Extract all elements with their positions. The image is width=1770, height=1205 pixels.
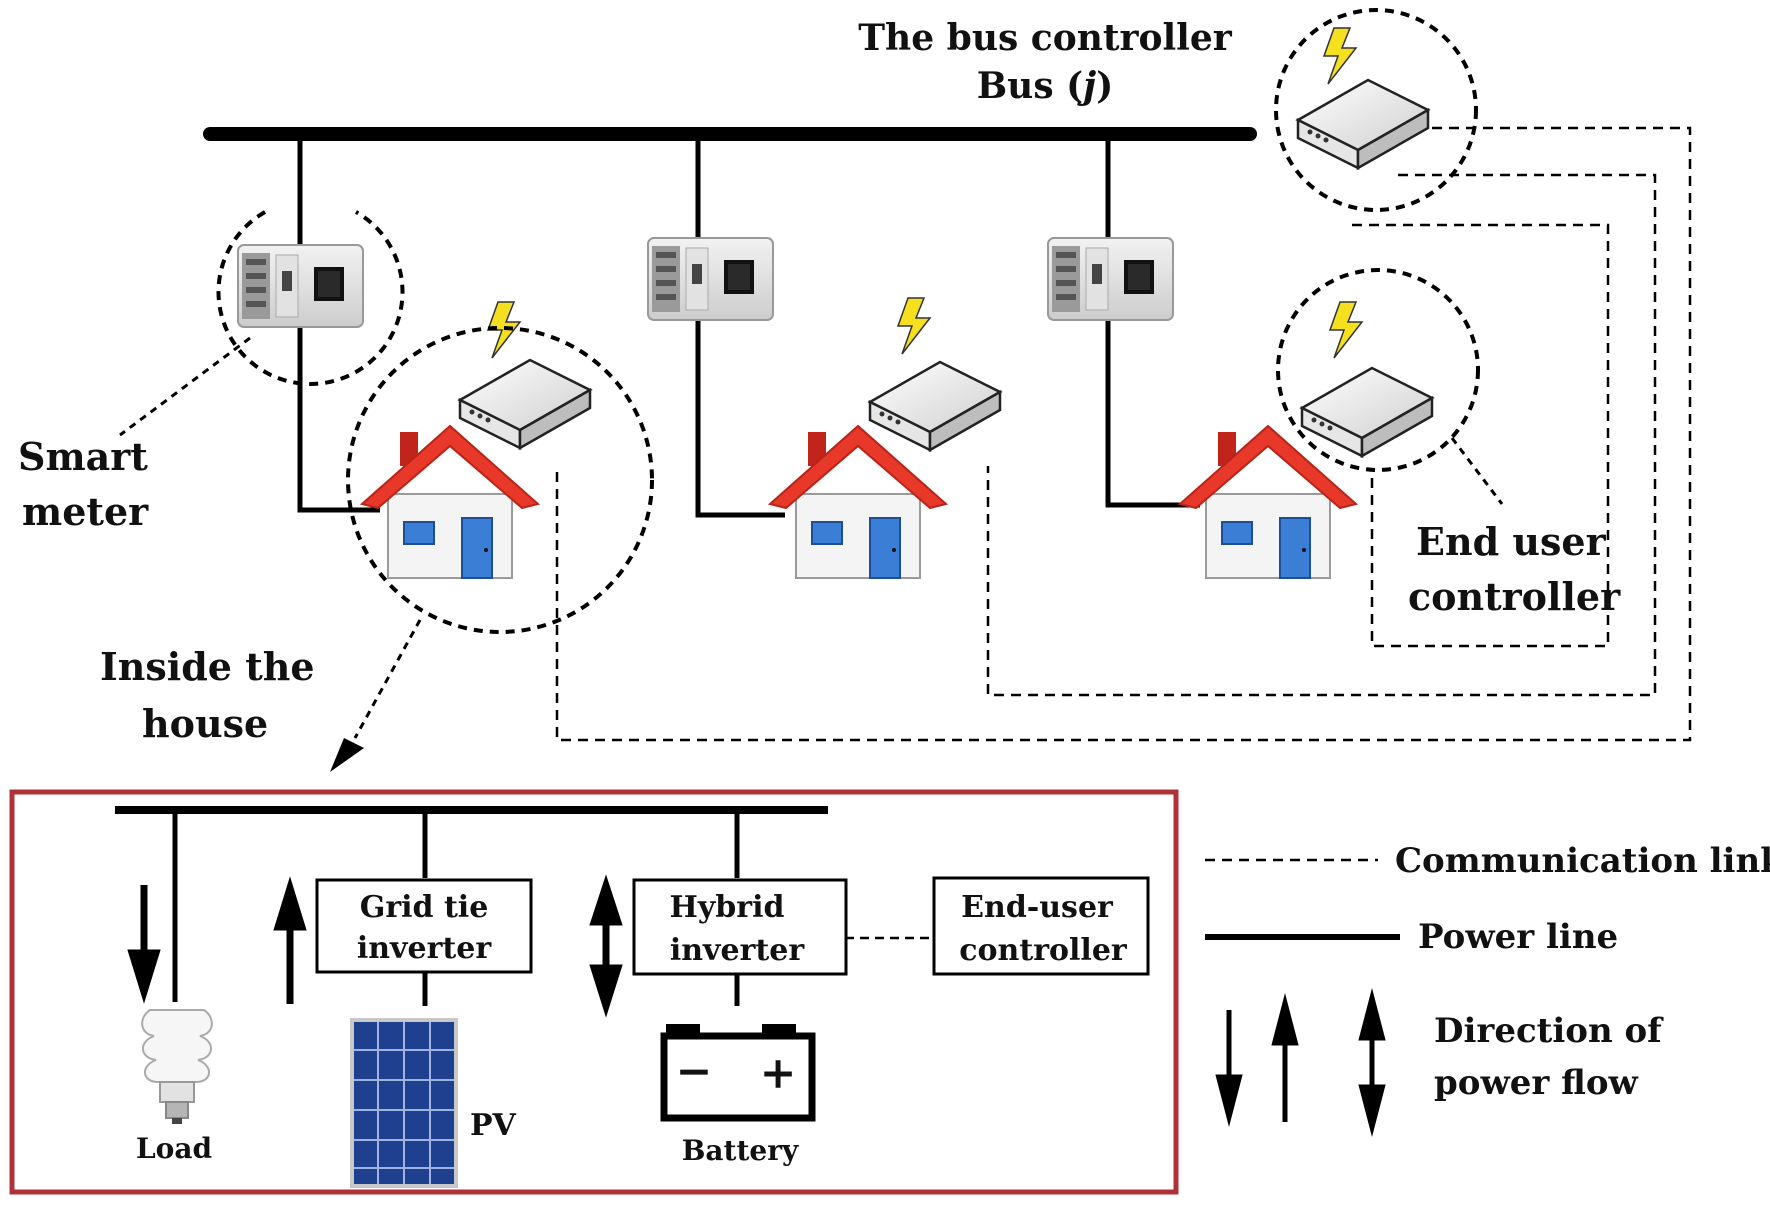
battery-icon xyxy=(660,1024,816,1122)
legend-direction-label-2: power flow xyxy=(1434,1063,1638,1103)
lightning-icon xyxy=(1323,27,1357,85)
battery-plus: + xyxy=(760,1048,797,1099)
grid-tie-label-2: inverter xyxy=(357,931,492,966)
router-icon xyxy=(458,358,592,450)
highlight-circles xyxy=(216,8,1480,634)
smart-meter-icon xyxy=(237,244,364,328)
end-user-label-1: End user xyxy=(1416,519,1607,564)
arrow-head xyxy=(330,738,364,772)
smart-meter-icon xyxy=(647,237,774,321)
legend-flow-arrows xyxy=(1215,988,1386,1137)
flow-arrows-inside xyxy=(127,874,623,1018)
hybrid-inverter-box xyxy=(632,878,848,976)
pv-panel-icon xyxy=(350,1018,458,1188)
inside-house-label-2: house xyxy=(142,701,268,746)
router-icon xyxy=(1296,78,1430,170)
legend-comm-label: Communication link xyxy=(1395,841,1770,881)
inside-house-frame xyxy=(9,789,1179,1195)
smart-meter-label-2: meter xyxy=(22,489,149,534)
router-icon xyxy=(868,360,1002,452)
euc-label-1: End-user xyxy=(961,890,1114,925)
inside-power-lines xyxy=(115,806,828,1006)
legend-power-label: Power line xyxy=(1418,917,1618,957)
bulb-icon xyxy=(141,1009,213,1124)
house-icon xyxy=(769,425,947,579)
pointer-lines xyxy=(119,336,1504,739)
end-user-controller-box xyxy=(932,876,1150,976)
smart-meter-icon xyxy=(1047,237,1174,321)
inside-house-label-1: Inside the xyxy=(100,644,315,689)
hybrid-label-1: Hybrid xyxy=(670,890,785,925)
hybrid-label-2: inverter xyxy=(670,933,805,968)
house-icon xyxy=(361,425,539,579)
house-icon xyxy=(1179,425,1357,579)
grid-tie-inverter-box xyxy=(315,878,533,974)
bus-label: Bus (j) xyxy=(977,65,1114,107)
battery-label: Battery xyxy=(682,1134,799,1167)
euc-label-2: controller xyxy=(959,933,1128,968)
legend-direction-label-1: Direction of xyxy=(1434,1011,1664,1051)
battery-minus: − xyxy=(676,1046,713,1097)
bus-controller-label: The bus controller xyxy=(858,17,1233,59)
end-user-label-2: controller xyxy=(1408,574,1621,619)
load-label: Load xyxy=(136,1132,212,1165)
pv-label: PV xyxy=(470,1108,517,1143)
router-icon xyxy=(1300,366,1434,458)
communication-links xyxy=(555,126,1692,742)
lightning-icon xyxy=(1329,301,1363,359)
lightning-icon xyxy=(897,297,931,355)
smart-meter-label-1: Smart xyxy=(18,434,148,479)
grid-tie-label-1: Grid tie xyxy=(360,890,489,925)
